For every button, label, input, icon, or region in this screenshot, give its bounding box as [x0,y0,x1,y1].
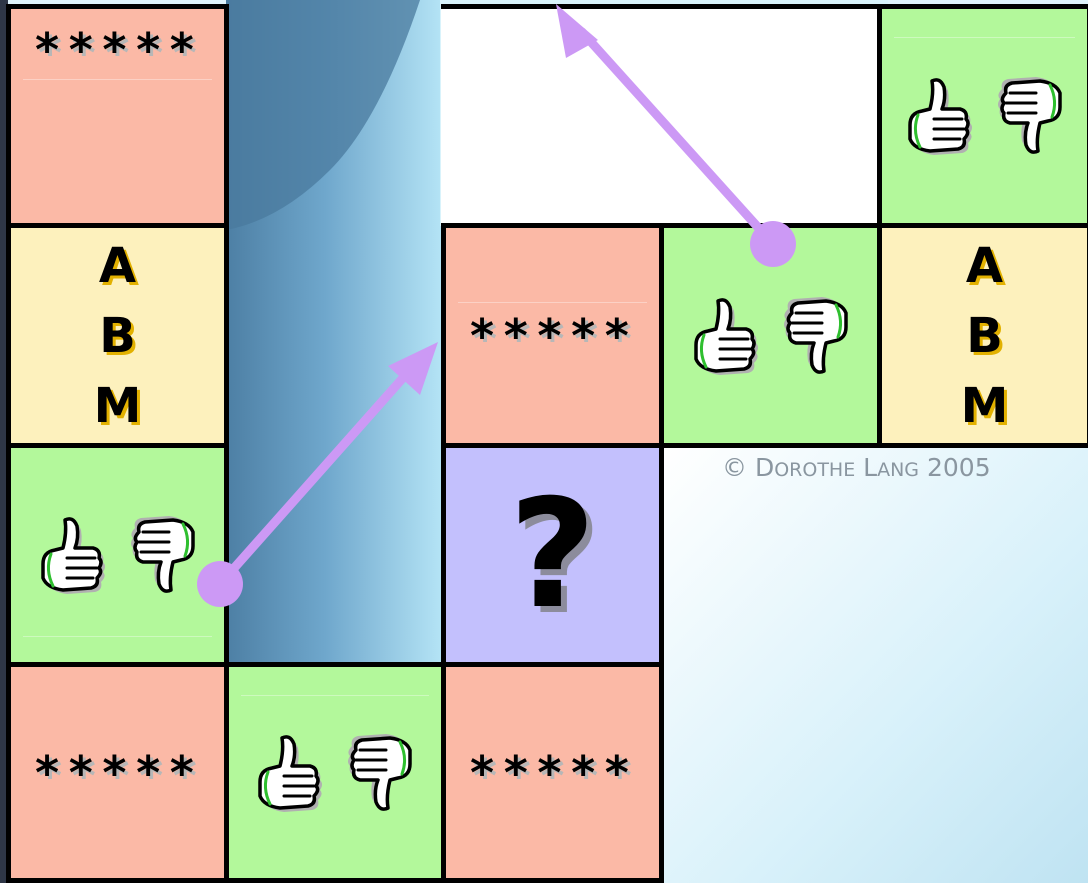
rating-cell-bottom-left: ***** [6,662,229,883]
copyright-year: 2005 [919,453,991,482]
thumbs-down-icon [780,293,856,379]
copyright-first-rest: OROTHE [774,459,855,481]
rating-cell-bottom-center: ***** [441,662,664,883]
thumbs-down-icon [994,73,1070,159]
copyright-prefix: © D [722,453,774,482]
abm-cell-right: A B M [877,223,1088,448]
thumbs-down-icon [127,512,203,598]
abm-letter-m: M [94,371,142,441]
abm-letter-a: A [966,231,1003,301]
thumbs-down-icon [344,730,420,816]
vote-cell-top-right [877,4,1088,228]
abm-letter-a: A [99,231,136,301]
question-mark: ? [509,480,596,630]
thumbs-up-icon [250,730,326,816]
abm-letter-b: B [99,301,136,371]
rating-cell-top-left: ***** [6,4,229,228]
star-rating: ***** [33,750,201,796]
copyright-notice: © DOROTHE LANG 2005 [722,453,991,482]
copyright-last-initial: L [855,453,877,482]
vote-cell-bottom [224,662,446,883]
rating-cell-center: ***** [441,223,664,448]
vote-cell-center [659,223,882,448]
thumbs-up-icon [33,512,109,598]
abm-letter-m: M [961,371,1009,441]
thumbs-up-icon [686,293,762,379]
abm-letter-b: B [966,301,1003,371]
star-rating: ***** [33,27,201,73]
blank-panel [441,4,882,228]
question-cell: ? [441,443,664,667]
star-rating: ***** [468,313,636,359]
star-rating: ***** [468,750,636,796]
vote-cell-left [6,443,229,667]
copyright-last-rest: ANG [877,459,919,481]
abm-cell-left: A B M [6,223,229,448]
thumbs-up-icon [900,73,976,159]
